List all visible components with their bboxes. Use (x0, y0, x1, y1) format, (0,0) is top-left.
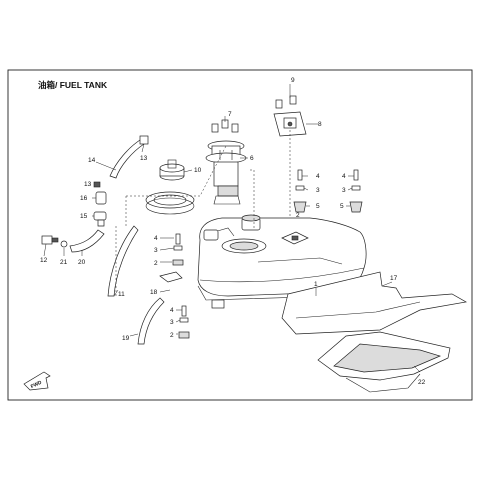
filler-neck-ring (145, 191, 195, 215)
callout-8: 8 (318, 121, 322, 128)
callout-11: 11 (118, 291, 125, 298)
callout-20: 20 (78, 259, 86, 266)
callout-1: 1 (314, 281, 318, 288)
leader-lines (43, 84, 421, 373)
mount-bolt-stack-right-a (293, 169, 307, 213)
callout-5: 5 (316, 203, 320, 210)
tank-frame-bracket (317, 331, 451, 393)
fuel-connector (41, 235, 68, 248)
assembly-guide-lines (115, 130, 291, 296)
breather-hose (109, 135, 149, 179)
fuel-hose (69, 229, 105, 253)
fwd-label: FWD (30, 380, 43, 390)
mount-bolt-stack-right-b (349, 169, 363, 213)
callout-6: 6 (250, 155, 254, 162)
fuel-cap (159, 159, 185, 181)
callout-7: 7 (228, 111, 232, 118)
fuel-pump-assembly (205, 119, 247, 205)
callout-3: 3 (316, 187, 320, 194)
callout-22: 22 (418, 379, 426, 386)
diagram-title: 油箱/ FUEL TANK (38, 80, 108, 90)
callout-4: 4 (154, 235, 158, 242)
callout-9: 9 (291, 77, 295, 84)
heat-shield (281, 271, 468, 335)
callout-labels: 1 2 2 2 3 3 3 3 4 4 4 4 5 5 6 7 8 9 10 1… (40, 77, 426, 386)
callout-19: 19 (122, 335, 130, 342)
callout-4: 4 (316, 173, 320, 180)
callout-3: 3 (342, 187, 346, 194)
callout-2: 2 (154, 260, 158, 267)
callout-4: 4 (170, 307, 174, 314)
callout-2: 2 (170, 332, 174, 339)
callout-2: 2 (296, 212, 300, 219)
fuel-tank-body (159, 214, 367, 309)
callout-12: 12 (40, 257, 48, 264)
overflow-hose (137, 297, 165, 345)
callout-16: 16 (80, 195, 88, 202)
callout-13: 13 (140, 155, 148, 162)
diagram-frame (7, 69, 473, 401)
mount-bolt-stack-upper (172, 233, 184, 266)
callout-10: 10 (194, 167, 202, 174)
callout-14: 14 (88, 157, 96, 164)
forward-direction-arrow: FWD (23, 371, 51, 391)
hose-clamp-group (93, 181, 107, 227)
vent-hose (107, 225, 139, 297)
callout-21: 21 (60, 259, 68, 266)
callout-18: 18 (150, 289, 158, 296)
callout-17: 17 (390, 275, 398, 282)
fuel-sensor-bracket (273, 95, 307, 137)
callout-13: 13 (84, 181, 92, 188)
callout-4: 4 (342, 173, 346, 180)
mount-bolt-stack-lower (178, 305, 190, 339)
callout-15: 15 (80, 213, 88, 220)
callout-3: 3 (170, 319, 174, 326)
callout-3: 3 (154, 247, 158, 254)
callout-5: 5 (340, 203, 344, 210)
